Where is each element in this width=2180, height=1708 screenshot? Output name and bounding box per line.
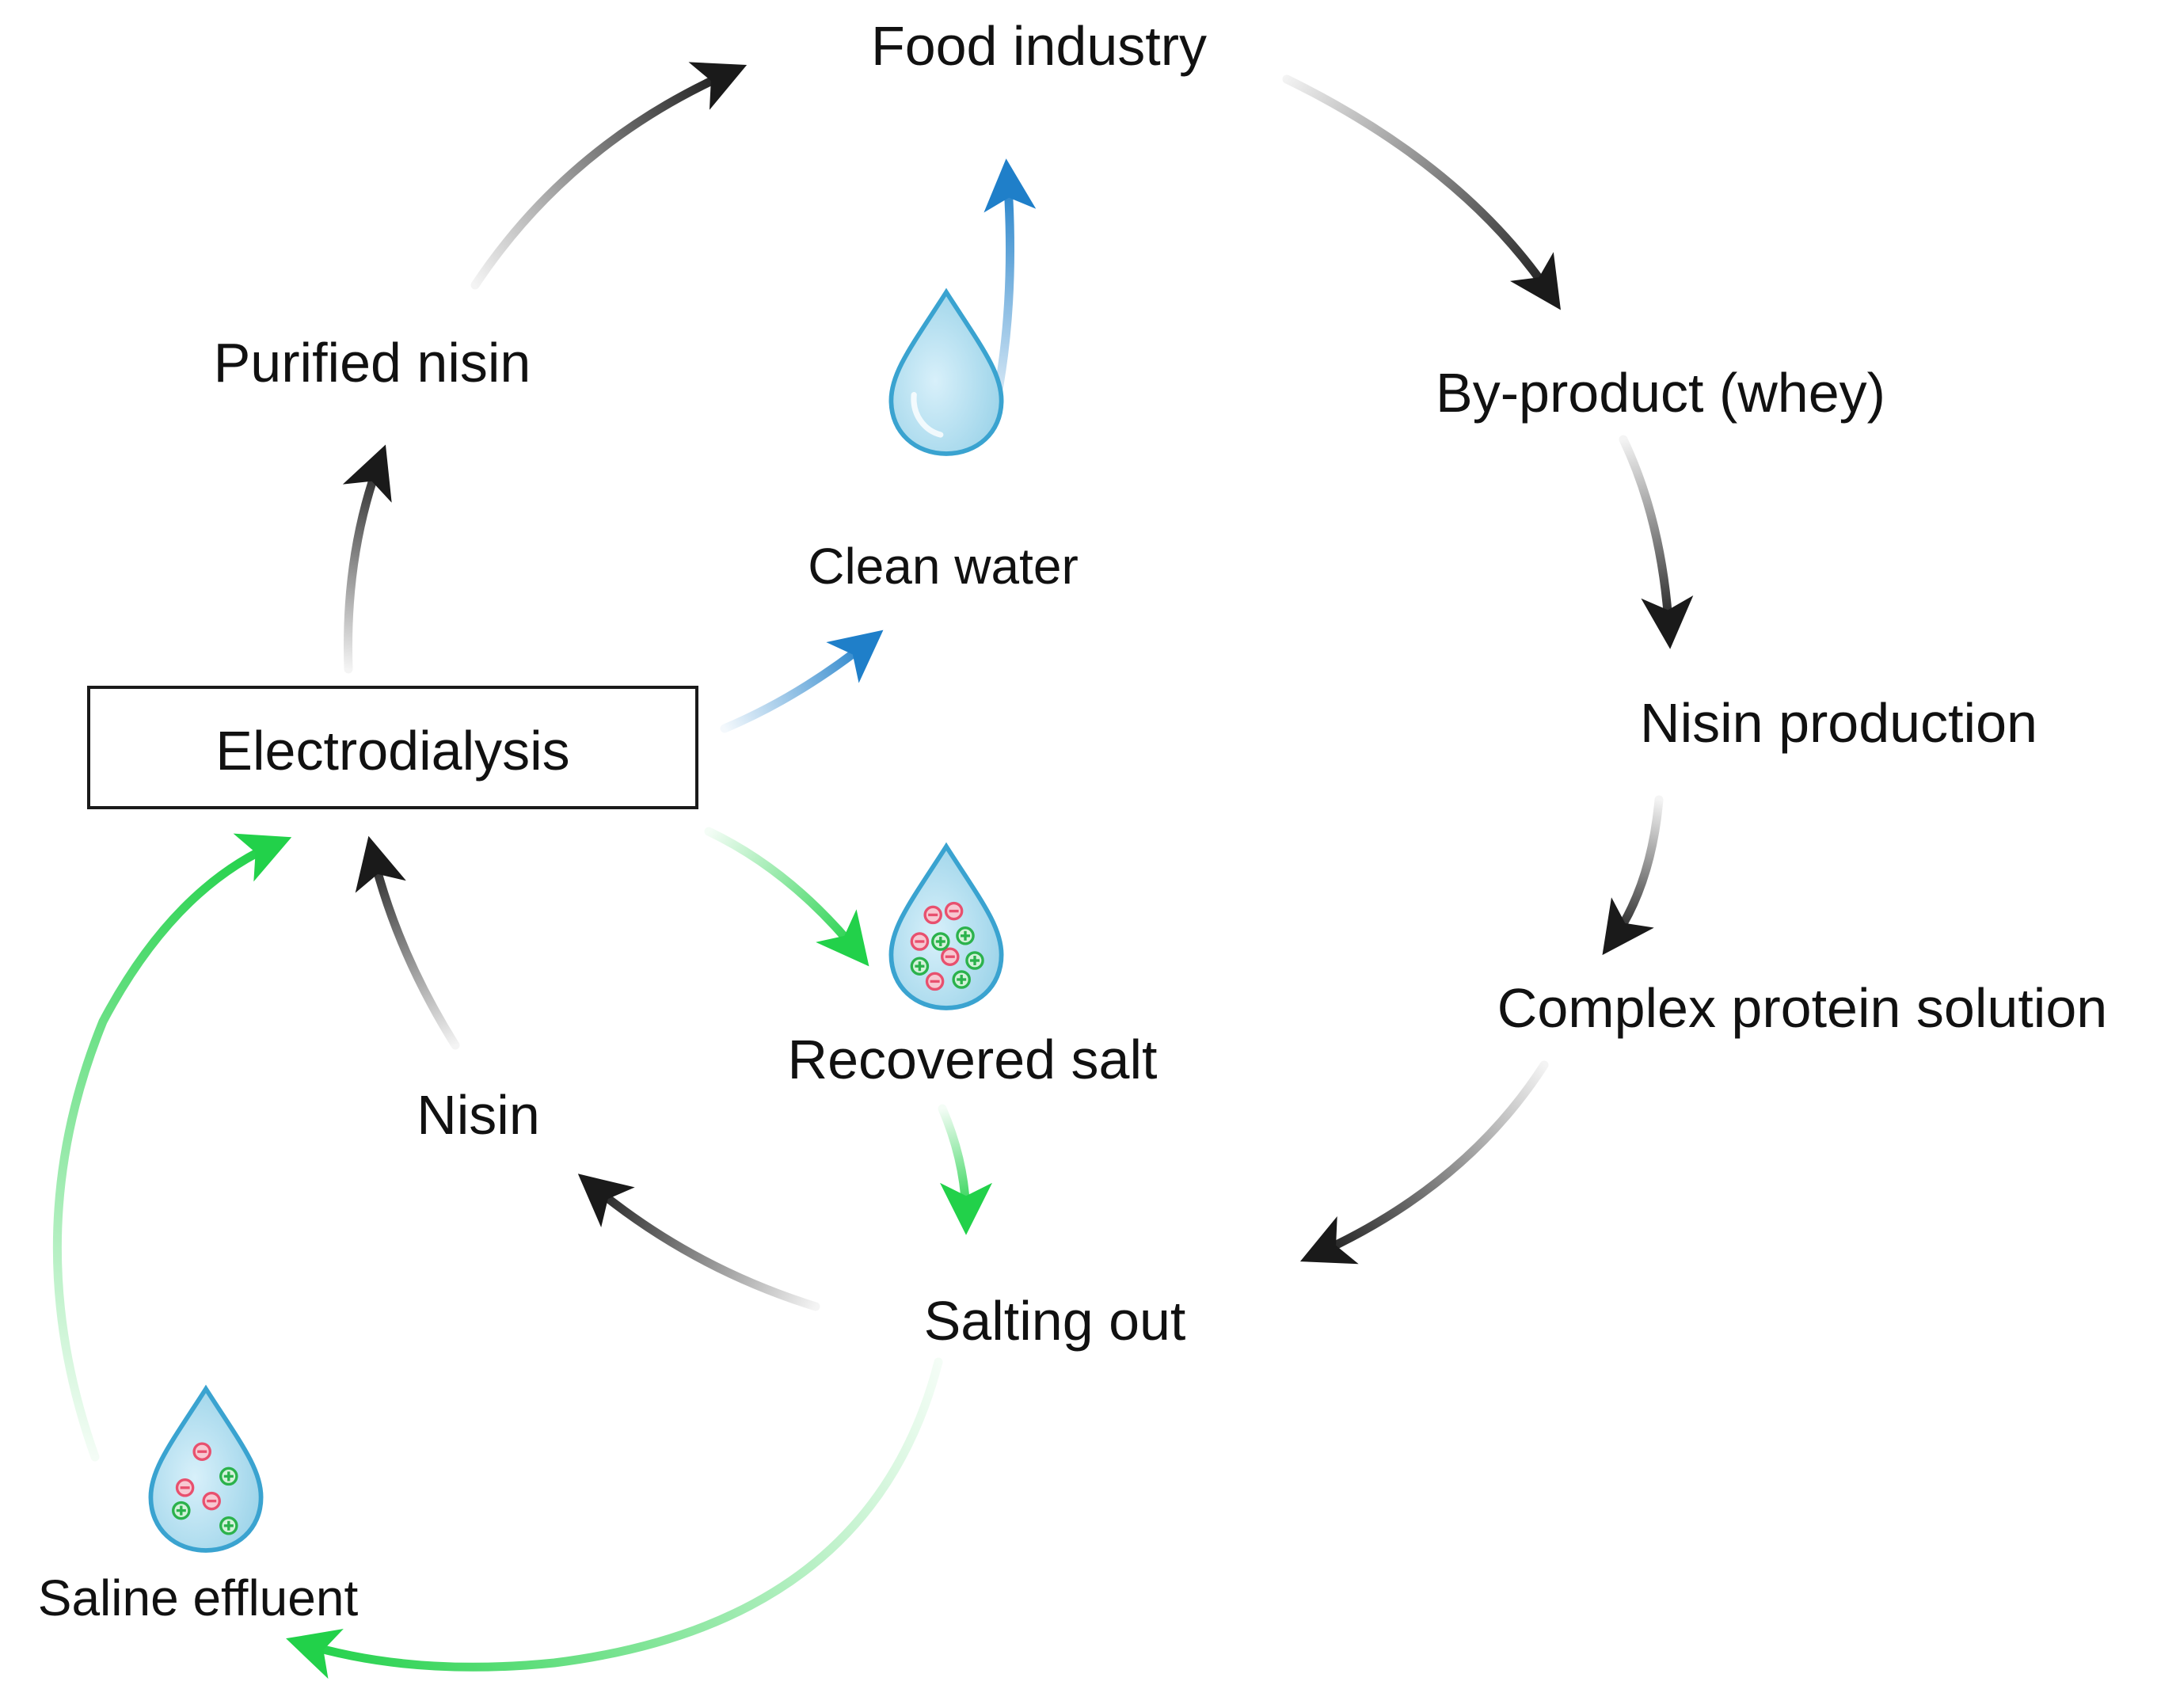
label-purified-nisin: Purified nisin [214,332,531,394]
arrow-nisin-production-to-complex-protein [1602,795,1664,956]
arrow-byproduct-to-nisin-production [1619,435,1694,649]
label-nisin-production: Nisin production [1640,692,2037,754]
arrow-electrodialysis-to-recovered-salt [704,827,869,967]
arrow-nisin-to-electrodialysis [355,835,460,1050]
label-electrodialysis: Electrodialysis [215,720,569,782]
arrow-recovered-salt-to-salting-out [938,1104,992,1235]
arrow-electrodialysis-to-clean-water [720,630,884,733]
electrodialysis-box [87,686,698,809]
arrow-food-to-byproduct [1282,74,1561,310]
clean-water-drop-icon [888,287,1004,456]
arrow-complex-protein-to-salting-out [1299,1060,1549,1265]
arrow-salting-out-to-saline-effluent [286,1357,943,1679]
label-recovered-salt: Recovered salt [788,1029,1158,1090]
arrow-salting-out-to-nisin [577,1174,820,1311]
recovered-salt-drop-icon [888,842,1004,1010]
label-food-industry: Food industry [871,15,1207,77]
arrow-purified-nisin-to-food-industry [470,62,748,290]
label-saline-effluent: Saline effluent [38,1569,359,1626]
label-byproduct-whey: By-product (whey) [1436,362,1885,424]
label-salting-out: Salting out [924,1290,1186,1352]
saline-effluent-drop-icon [148,1384,264,1553]
label-complex-protein-solution: Complex protein solution [1497,977,2107,1039]
label-nisin: Nisin [417,1084,540,1146]
arrow-electrodialysis-to-purified-nisin [342,444,392,674]
label-clean-water: Clean water [808,538,1079,595]
arrow-saline-effluent-to-electrodialysis [52,833,292,1462]
